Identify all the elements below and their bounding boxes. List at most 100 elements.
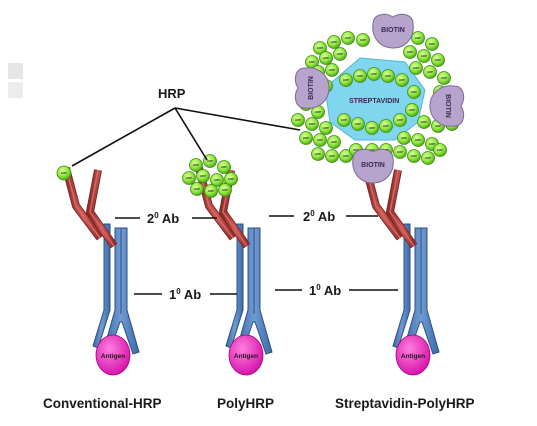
hrp-bead: HRP bbox=[433, 143, 447, 157]
hrp-bead-label: HRP bbox=[323, 126, 329, 130]
primary-ab-label: 10 Ab bbox=[309, 283, 341, 298]
hrp-bead-label: HRP bbox=[407, 50, 413, 54]
hrp-bead-label: HRP bbox=[397, 150, 403, 154]
antigen-label: Antigen bbox=[101, 353, 125, 360]
hrp-bead: HRP bbox=[319, 121, 333, 135]
hrp-bead-label: HRP bbox=[353, 148, 359, 152]
caption-conventional-hrp: Conventional-HRP bbox=[43, 396, 162, 411]
hrp-bead-label: HRP bbox=[401, 136, 407, 140]
hrp-bead-label: HRP bbox=[337, 52, 343, 56]
hrp-bead-label: HRP bbox=[415, 138, 421, 142]
hrp-bead: HRP bbox=[210, 173, 224, 187]
hrp-bead-label: HRP bbox=[61, 171, 67, 175]
biotin-label: BIOTIN bbox=[444, 94, 451, 118]
hrp-bead: HRP bbox=[313, 133, 327, 147]
caption-streptavidin-polyhrp: Streptavidin-PolyHRP bbox=[335, 396, 475, 411]
hrp-bead: HRP bbox=[291, 113, 305, 127]
hrp-bead-label: HRP bbox=[208, 189, 214, 193]
hrp-bead-label: HRP bbox=[399, 78, 405, 82]
hrp-bead: HRP bbox=[325, 149, 339, 163]
hrp-bead-label: HRP bbox=[323, 56, 329, 60]
hrp-bead: HRP bbox=[353, 69, 367, 83]
hrp-bead: HRP bbox=[379, 119, 393, 133]
hrp-bead-label: HRP bbox=[214, 178, 220, 182]
streptavidin-label: STREPTAVIDIN bbox=[349, 98, 399, 105]
hrp-bead: HRP bbox=[395, 73, 409, 87]
hrp-bead-label: HRP bbox=[228, 177, 234, 181]
hrp-bead: HRP bbox=[311, 147, 325, 161]
hrp-bead: HRP bbox=[411, 133, 425, 147]
hrp-bead: HRP bbox=[367, 67, 381, 81]
hrp-bead-label: HRP bbox=[360, 38, 366, 42]
hrp-bead-label: HRP bbox=[409, 108, 415, 112]
biotin-label: BIOTIN bbox=[308, 76, 315, 100]
hrp-bead-label: HRP bbox=[397, 118, 403, 122]
hrp-bead-label: HRP bbox=[309, 60, 315, 64]
hrp-bead: HRP bbox=[327, 135, 341, 149]
hrp-bead: HRP bbox=[411, 31, 425, 45]
hrp-bead: HRP bbox=[417, 49, 431, 63]
hrp-bead: HRP bbox=[319, 51, 333, 65]
hrp-bead-label: HRP bbox=[437, 148, 443, 152]
ab-label-lines bbox=[115, 215, 398, 295]
biotin: BIOTIN bbox=[294, 67, 330, 109]
biotin-label: BIOTIN bbox=[381, 27, 405, 34]
hrp-bead: HRP bbox=[204, 184, 218, 198]
hrp-bead: HRP bbox=[313, 41, 327, 55]
antigen: Antigen bbox=[228, 334, 264, 376]
hrp-bead: HRP bbox=[407, 85, 421, 99]
hrp-bead: HRP bbox=[339, 149, 353, 163]
hrp-bead-label: HRP bbox=[303, 136, 309, 140]
hrp-bead-label: HRP bbox=[315, 152, 321, 156]
hrp-bead-label: HRP bbox=[355, 122, 361, 126]
hrp-bead-label: HRP bbox=[425, 156, 431, 160]
hrp-bead: HRP bbox=[397, 131, 411, 145]
hrp-bead-label: HRP bbox=[429, 142, 435, 146]
hrp-bead-label: HRP bbox=[222, 188, 228, 192]
hrp-bead-label: HRP bbox=[369, 126, 375, 130]
hrp-bead-label: HRP bbox=[207, 159, 213, 163]
hrp-bead-label: HRP bbox=[309, 122, 315, 126]
hrp-bead-label: HRP bbox=[427, 70, 433, 74]
hrp-bead: HRP bbox=[224, 172, 238, 186]
hrp-bead: HRP bbox=[327, 35, 341, 49]
caption-polyhrp: PolyHRP bbox=[217, 396, 274, 411]
hrp-bead-label: HRP bbox=[317, 138, 323, 142]
hrp-bead-label: HRP bbox=[413, 66, 419, 70]
hrp-bead: HRP bbox=[325, 63, 339, 77]
biotin-label: BIOTIN bbox=[361, 162, 385, 169]
hrp-bead-label: HRP bbox=[345, 36, 351, 40]
hrp-bead: HRP bbox=[190, 182, 204, 196]
hrp-bead: HRP bbox=[299, 131, 313, 145]
biotin: BIOTIN bbox=[352, 148, 394, 184]
hrp-bead-label: HRP bbox=[329, 68, 335, 72]
hrp-bead-label: HRP bbox=[441, 76, 447, 80]
hrp-bead: HRP bbox=[218, 183, 232, 197]
antigen-label: Antigen bbox=[401, 353, 425, 360]
hrp-callout-lines bbox=[71, 107, 301, 167]
hrp-bead: HRP bbox=[341, 31, 355, 45]
hrp-bead: HRP bbox=[333, 47, 347, 61]
hrp-bead-label: HRP bbox=[411, 90, 417, 94]
hrp-bead: HRP bbox=[381, 69, 395, 83]
hrp-bead: HRP bbox=[403, 45, 417, 59]
hrp-bead-label: HRP bbox=[385, 74, 391, 78]
hrp-bead-label: HRP bbox=[421, 54, 427, 58]
hrp-bead: HRP bbox=[393, 145, 407, 159]
hrp-bead: HRP bbox=[417, 115, 431, 129]
secondary-ab-label: 20 Ab bbox=[303, 209, 335, 224]
hrp-bead: HRP bbox=[351, 117, 365, 131]
hrp-bead-label: HRP bbox=[371, 72, 377, 76]
hrp-bead-label: HRP bbox=[421, 120, 427, 124]
hrp-bead: HRP bbox=[409, 61, 423, 75]
antigen: Antigen bbox=[95, 334, 131, 376]
hrp-bead-label: HRP bbox=[411, 154, 417, 158]
hrp-bead-label: HRP bbox=[331, 40, 337, 44]
hrp-bead-label: HRP bbox=[429, 42, 435, 46]
hrp-bead-label: HRP bbox=[343, 78, 349, 82]
left-edge-mark bbox=[8, 82, 23, 98]
hrp-bead: HRP bbox=[405, 103, 419, 117]
hrp-bead: HRP bbox=[393, 113, 407, 127]
hrp-bead: HRP bbox=[337, 113, 351, 127]
